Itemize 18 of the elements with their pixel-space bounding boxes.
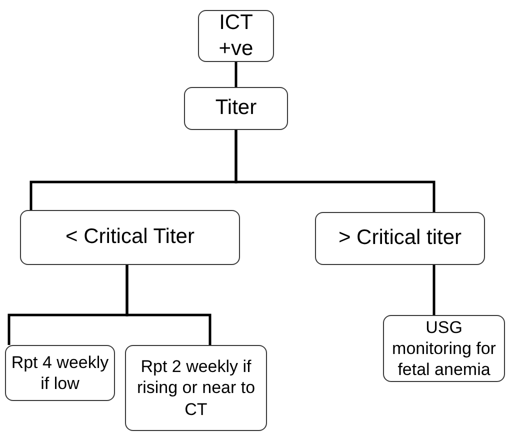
process-box — [184, 87, 288, 130]
node-text: Rpt 4 weekly if low — [10, 352, 110, 394]
process-box — [5, 345, 115, 401]
node-text: USG monitoring for fetal anemia — [391, 316, 497, 380]
node-text: < Critical Titer — [66, 224, 194, 250]
connector-line — [234, 62, 238, 87]
connector-line — [126, 265, 212, 345]
process-box — [20, 210, 240, 265]
process-box — [383, 315, 505, 382]
connector-line — [432, 265, 436, 315]
node-text: Titer — [215, 95, 257, 122]
process-box — [198, 10, 274, 62]
connector-line — [234, 130, 436, 212]
process-box — [315, 212, 485, 265]
process-box — [125, 345, 267, 431]
node-text: Rpt 2 weekly if rising or near to CT — [136, 356, 256, 420]
node-text: ICT +ve — [218, 10, 254, 62]
node-text: > Critical titer — [338, 225, 462, 252]
